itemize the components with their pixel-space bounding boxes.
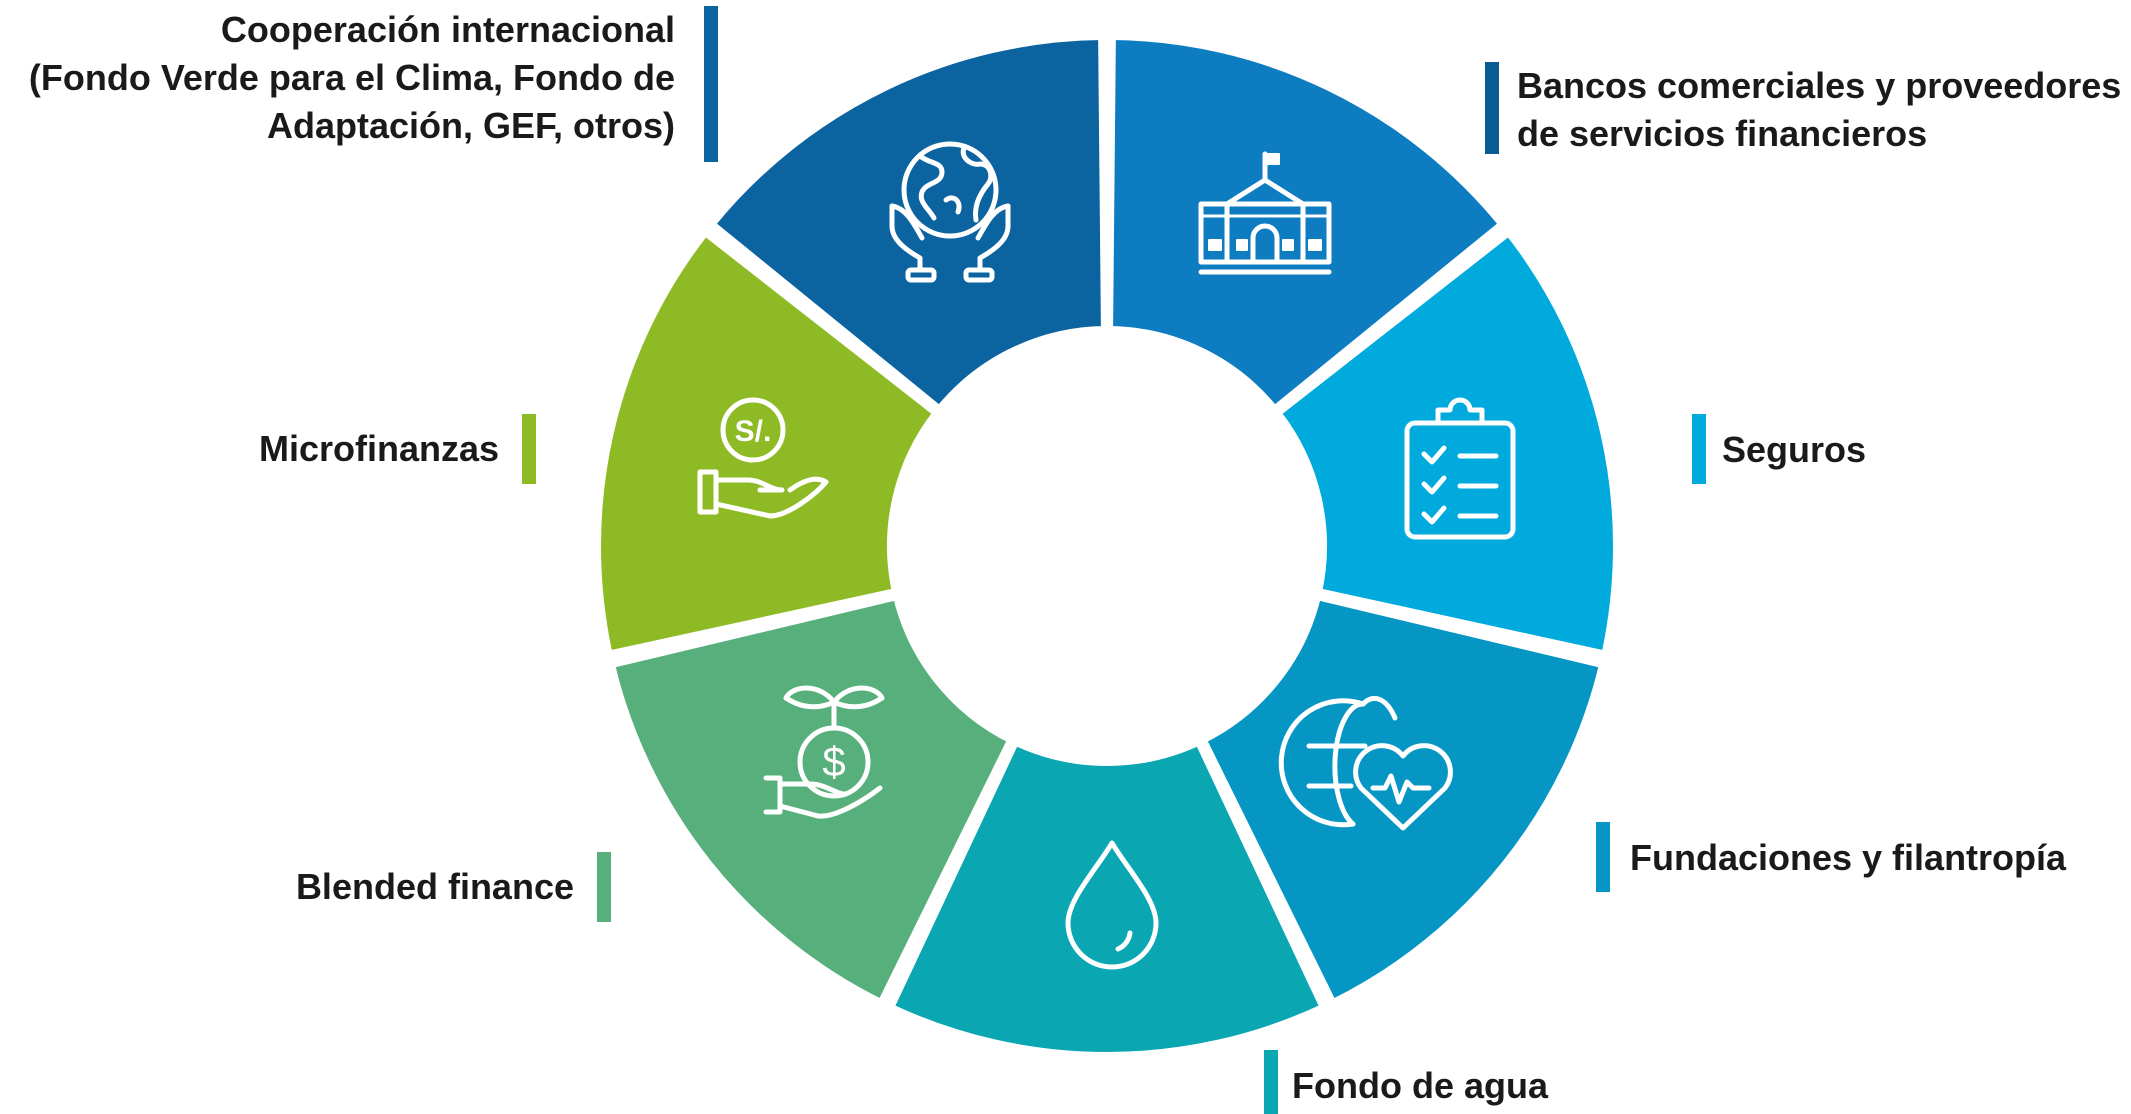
label-banks-line-2: de servicios financieros bbox=[1517, 113, 1928, 154]
label-banks: Bancos comerciales y proveedores de serv… bbox=[1517, 62, 2121, 158]
water-drop-icon bbox=[1065, 840, 1159, 970]
label-insurance: Seguros bbox=[1722, 426, 1866, 474]
label-bar-water bbox=[1264, 1050, 1278, 1114]
svg-text:$: $ bbox=[822, 738, 845, 785]
label-micro-line-1: Microfinanzas bbox=[258, 428, 499, 469]
label-bar-coop bbox=[704, 6, 718, 162]
plant-coin-hand-icon: $ bbox=[763, 685, 885, 819]
label-foundations-line-1: Fundaciones y filantropía bbox=[1630, 837, 2067, 878]
label-blended-line-1: Blended finance bbox=[295, 866, 574, 907]
label-foundations: Fundaciones y filantropía bbox=[1630, 834, 2066, 882]
clipboard-checklist-icon bbox=[1404, 397, 1516, 540]
label-coop-line-1: Cooperación internacional bbox=[220, 9, 675, 50]
label-banks-line-1: Bancos comerciales y proveedores bbox=[1517, 65, 2122, 106]
label-water-line-1: Fondo de agua bbox=[1292, 1065, 1548, 1106]
label-coop-line-3: Adaptación, GEF, otros) bbox=[266, 105, 675, 146]
wheel-center-hole bbox=[891, 330, 1323, 762]
label-bar-insurance bbox=[1692, 414, 1706, 484]
coin-symbol-label: S/. bbox=[735, 415, 772, 448]
label-micro: Microfinanzas bbox=[259, 425, 499, 473]
label-insurance-line-1: Seguros bbox=[1722, 429, 1867, 470]
label-bar-banks bbox=[1485, 62, 1499, 154]
label-blended: Blended finance bbox=[296, 863, 574, 911]
globe-heart-icon bbox=[1278, 695, 1453, 831]
label-coop: Cooperación internacional (Fondo Verde p… bbox=[29, 6, 675, 150]
bank-building-icon bbox=[1198, 151, 1332, 275]
globe-hands-icon bbox=[889, 141, 1011, 283]
coin-hand-icon bbox=[697, 397, 829, 519]
label-bar-blended bbox=[597, 852, 611, 922]
label-bar-foundations bbox=[1596, 822, 1610, 892]
label-water: Fondo de agua bbox=[1292, 1062, 1548, 1110]
label-bar-micro bbox=[522, 414, 536, 484]
label-coop-line-2: (Fondo Verde para el Clima, Fondo de bbox=[28, 57, 675, 98]
